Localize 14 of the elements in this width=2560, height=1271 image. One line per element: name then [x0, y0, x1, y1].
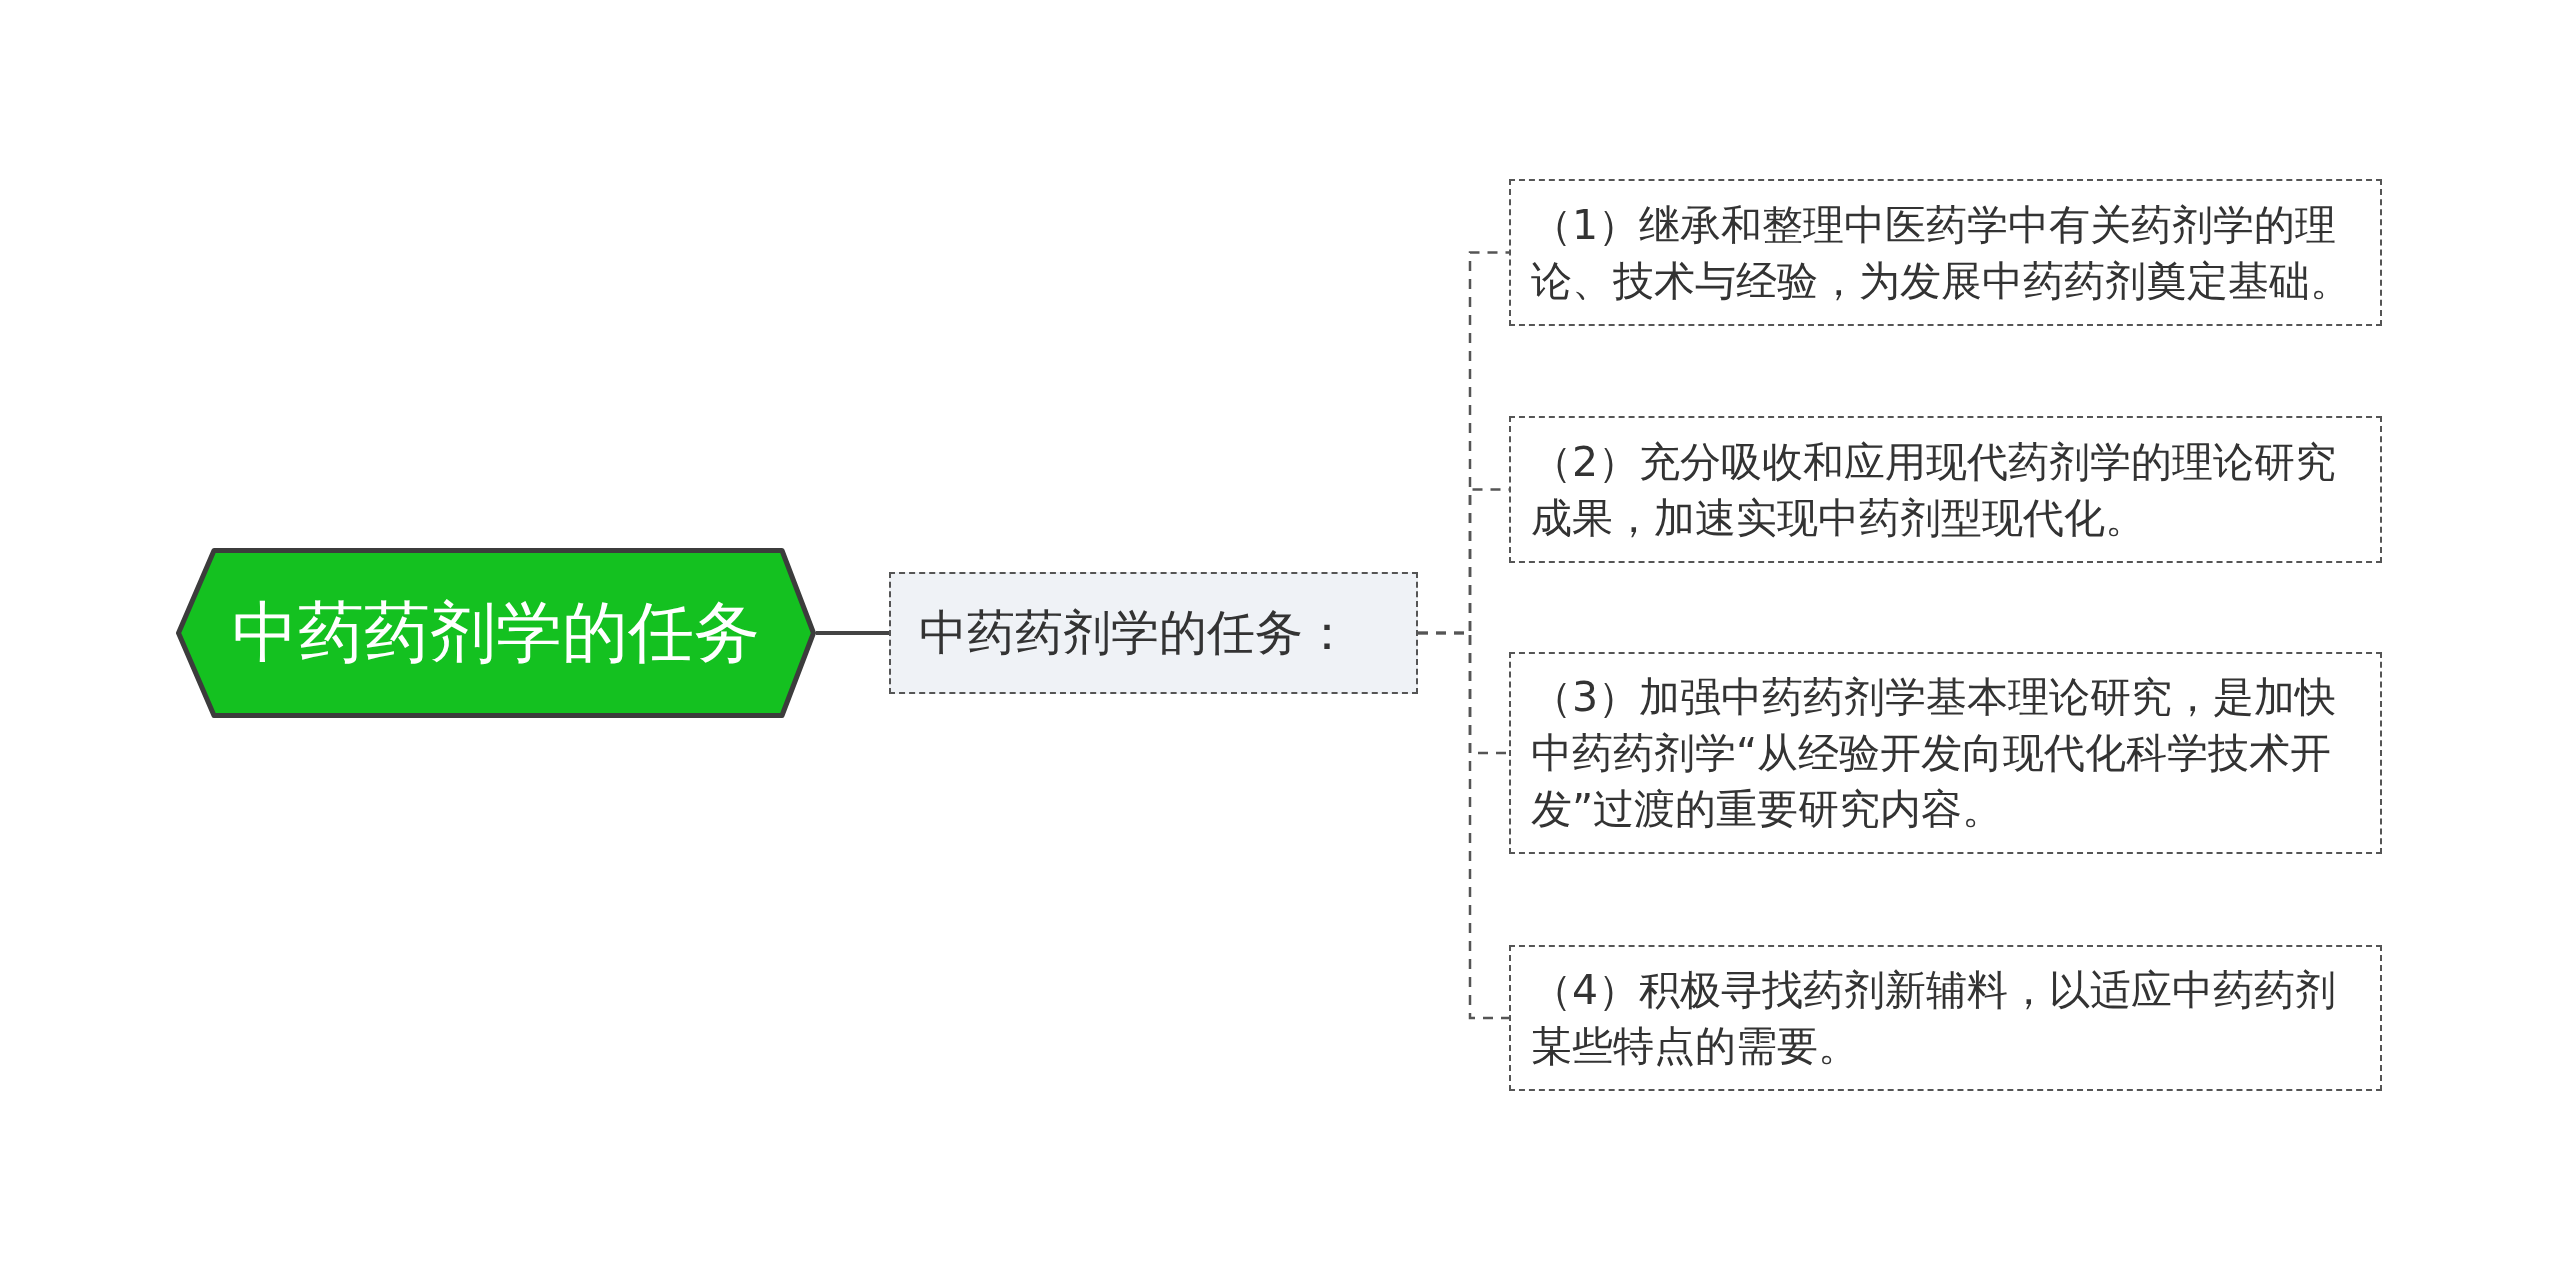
item-text: （2）充分吸收和应用现代药剂学的理论研究成果，加速实现中药剂型现代化。	[1531, 436, 2338, 544]
item-box	[1509, 652, 2382, 854]
topic-title: 中药药剂学的任务	[232, 593, 760, 673]
hexagon-topic	[176, 548, 816, 718]
item-text: （4）积极寻找药剂新辅料，以适应中药药剂某些特点的需要。	[1531, 965, 2338, 1072]
item-box	[1509, 945, 2382, 1091]
dashed-connector	[1418, 631, 1509, 1020]
item-box	[1509, 416, 2382, 563]
connector-line	[816, 631, 889, 635]
item-text: （3）加强中药药剂学基本理论研究，是加快中药药剂学“从经验开发向现代化科学技术开发”过渡的重要研究内容。	[1531, 672, 2338, 835]
topic-text: 中药药剂学的任务：	[919, 604, 1351, 662]
topic-box	[889, 572, 1418, 694]
item-text: （1）继承和整理中医药学中有关药剂学的理论、技术与经验，为发展中药药剂奠定基础。	[1531, 199, 2352, 307]
item-box	[1509, 179, 2382, 326]
